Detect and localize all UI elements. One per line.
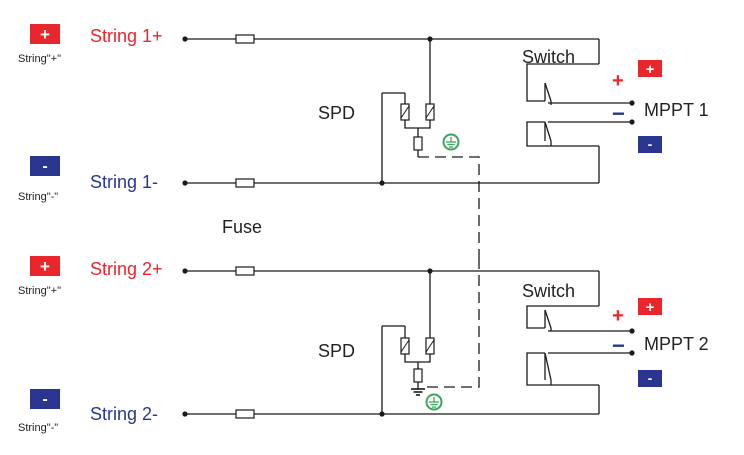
minus-badge-icon bbox=[30, 389, 60, 409]
plus-badge-icon bbox=[30, 256, 60, 276]
fuse-icon bbox=[235, 266, 255, 276]
plus-badge-symbol: + bbox=[40, 25, 50, 44]
spd-varistor-icon bbox=[413, 368, 423, 383]
fuse-icon bbox=[235, 409, 255, 419]
minus-sign: − bbox=[612, 333, 625, 358]
string-2-plus-group: + String"+" String 2+ bbox=[18, 256, 163, 297]
mppt-label: MPPT 2 bbox=[644, 334, 709, 354]
switch-contact-icon bbox=[544, 309, 552, 329]
minus-badge-icon bbox=[30, 156, 60, 176]
earth-symbol-icon bbox=[411, 388, 425, 396]
switch-label: Switch bbox=[522, 281, 575, 301]
string-2-minus-group: - String"-" String 2- bbox=[18, 389, 158, 434]
terminal-dot bbox=[629, 100, 635, 106]
terminal-dot bbox=[629, 328, 635, 334]
plus-badge-symbol: + bbox=[646, 61, 655, 78]
string-label: String 1- bbox=[90, 172, 158, 192]
terminal-dot bbox=[629, 119, 635, 125]
terminal-dot bbox=[629, 350, 635, 356]
ground-icon bbox=[442, 133, 460, 151]
mppt-label: MPPT 1 bbox=[644, 100, 709, 120]
string-label: String 2+ bbox=[90, 259, 163, 279]
block-2-wiring bbox=[182, 258, 635, 419]
string-sub-label: String"+" bbox=[18, 285, 61, 297]
block-1-wiring bbox=[182, 34, 635, 258]
spd-varistor-icon bbox=[400, 337, 435, 355]
plus-sign: + bbox=[612, 70, 624, 92]
spd-varistor-icon bbox=[413, 136, 423, 151]
minus-badge-symbol: - bbox=[42, 391, 47, 408]
fuse-icon bbox=[235, 34, 255, 44]
plus-sign: + bbox=[612, 305, 624, 327]
switch-contact-icon bbox=[544, 352, 552, 381]
minus-badge-symbol: - bbox=[42, 158, 47, 175]
string-sub-label: String"-" bbox=[18, 191, 58, 203]
string-label: String 1+ bbox=[90, 26, 163, 46]
plus-badge-icon bbox=[638, 60, 662, 77]
plus-badge-symbol: + bbox=[646, 299, 655, 316]
string-sub-label: String"+" bbox=[18, 53, 61, 65]
fuse-icon bbox=[235, 178, 255, 188]
plus-badge-icon bbox=[638, 298, 662, 315]
plus-badge-symbol: + bbox=[40, 257, 50, 276]
string-1-plus-group: + String"+" String 1+ bbox=[18, 24, 163, 65]
string-label: String 2- bbox=[90, 404, 158, 424]
string-sub-label: String"-" bbox=[18, 422, 58, 434]
switch-label: Switch bbox=[522, 47, 575, 67]
switch-contact-icon bbox=[544, 82, 552, 102]
ground-icon bbox=[425, 393, 443, 411]
minus-badge-icon bbox=[638, 136, 662, 153]
minus-badge-icon bbox=[638, 370, 662, 387]
minus-badge-symbol: - bbox=[648, 136, 653, 152]
fuse-label: Fuse bbox=[222, 217, 262, 237]
switch-contact-icon bbox=[544, 121, 552, 142]
string-1-minus-group: - String"-" String 1- bbox=[18, 156, 158, 203]
spd-varistor-icon bbox=[400, 103, 435, 121]
plus-badge-icon bbox=[30, 24, 60, 44]
spd-label: SPD bbox=[318, 341, 355, 361]
spd-label: SPD bbox=[318, 103, 355, 123]
minus-sign: − bbox=[612, 101, 625, 126]
minus-badge-symbol: - bbox=[648, 370, 653, 386]
